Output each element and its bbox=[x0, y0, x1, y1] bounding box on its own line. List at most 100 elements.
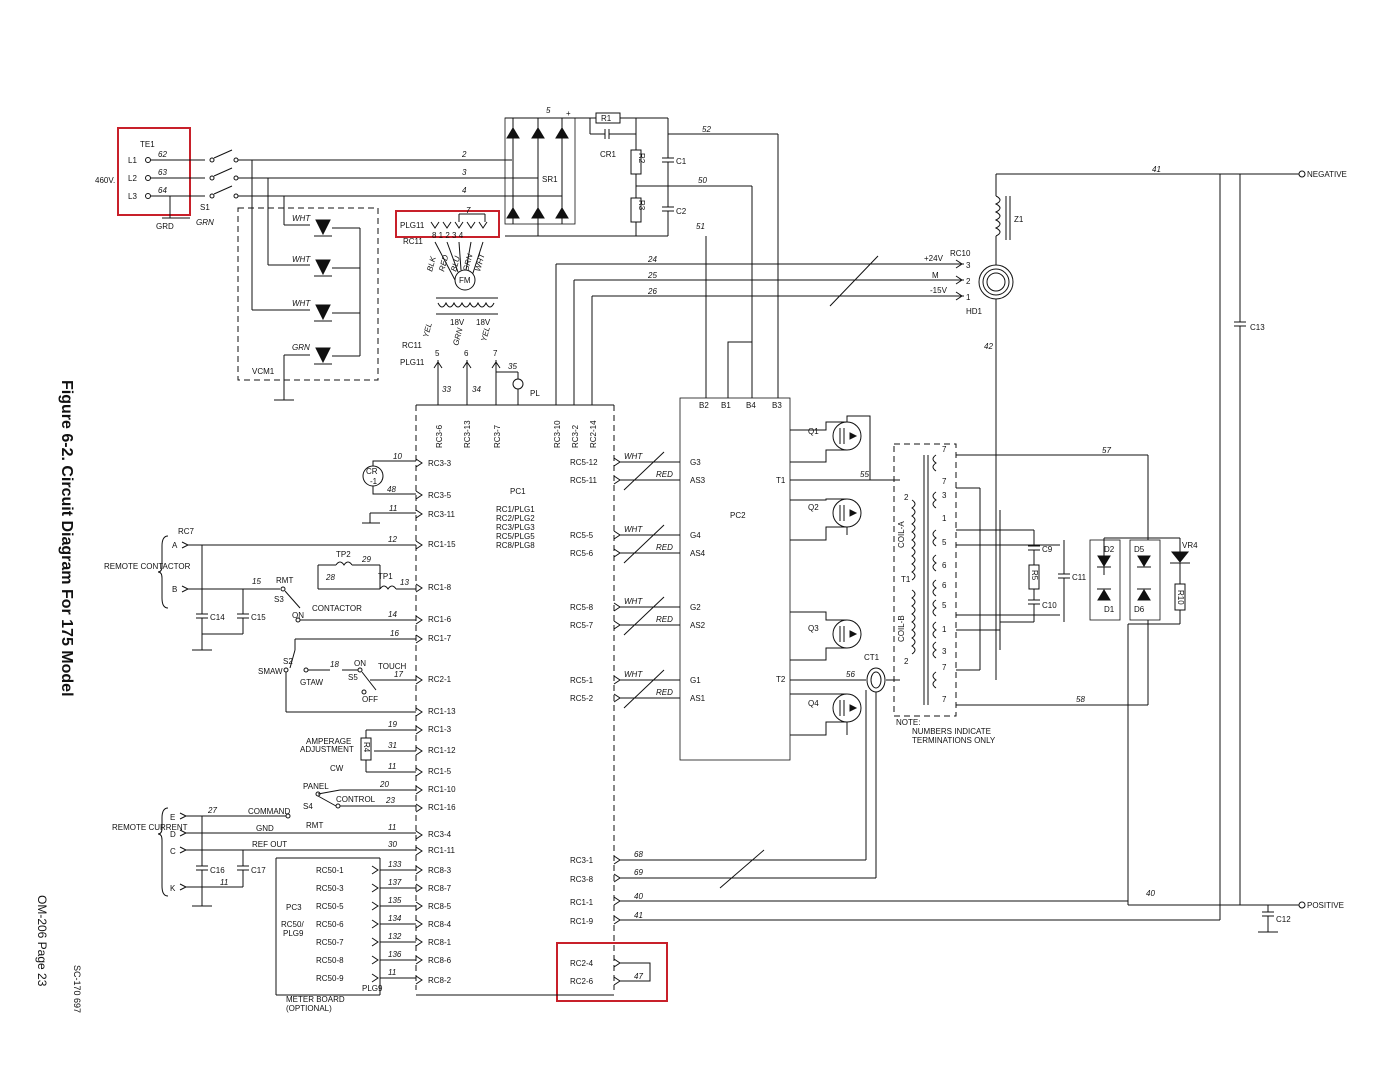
svg-text:24: 24 bbox=[647, 255, 657, 264]
svg-text:PANEL: PANEL bbox=[303, 782, 329, 791]
svg-text:G1: G1 bbox=[690, 676, 701, 685]
svg-text:11: 11 bbox=[388, 968, 396, 977]
svg-text:RC7: RC7 bbox=[178, 527, 195, 536]
svg-text:+24V: +24V bbox=[924, 254, 944, 263]
svg-text:RC8-2: RC8-2 bbox=[428, 976, 452, 985]
figure-title: Figure 6-2. Circuit Diagram For 175 Mode… bbox=[58, 380, 75, 697]
svg-text:RC2/PLG2: RC2/PLG2 bbox=[496, 514, 535, 523]
highlight-plg11 bbox=[395, 210, 500, 238]
svg-text:35: 35 bbox=[508, 362, 517, 371]
svg-text:RC5-1: RC5-1 bbox=[570, 676, 594, 685]
amperage-adjustment: AMPERAGE ADJUSTMENT 19 R4 11 31 CW bbox=[300, 720, 416, 773]
svg-text:RC8-7: RC8-7 bbox=[428, 884, 452, 893]
svg-text:WHT: WHT bbox=[292, 255, 311, 264]
svg-text:TERMINATIONS ONLY: TERMINATIONS ONLY bbox=[912, 736, 996, 745]
svg-text:7: 7 bbox=[493, 349, 498, 358]
svg-text:RC1-7: RC1-7 bbox=[428, 634, 452, 643]
svg-text:20: 20 bbox=[379, 780, 389, 789]
svg-text:WHT: WHT bbox=[624, 525, 643, 534]
svg-text:RC3-6: RC3-6 bbox=[435, 424, 444, 448]
svg-text:RC2-4: RC2-4 bbox=[570, 959, 594, 968]
svg-text:METER BOARD: METER BOARD bbox=[286, 995, 345, 1004]
svg-text:RC5-5: RC5-5 bbox=[570, 531, 594, 540]
svg-text:23: 23 bbox=[385, 796, 395, 805]
svg-text:RED: RED bbox=[656, 688, 673, 697]
svg-text:C11: C11 bbox=[1072, 573, 1087, 582]
svg-text:R10: R10 bbox=[1176, 590, 1185, 605]
te1-terminal-block: TE1 L1 L2 L3 62 63 64 460V. S1 GRD GRN bbox=[95, 140, 214, 231]
svg-text:68: 68 bbox=[634, 850, 643, 859]
svg-text:RC50-8: RC50-8 bbox=[316, 956, 344, 965]
svg-text:137: 137 bbox=[388, 878, 402, 887]
svg-text:RC5-7: RC5-7 bbox=[570, 621, 594, 630]
svg-text:52: 52 bbox=[702, 125, 711, 134]
svg-text:PC1: PC1 bbox=[510, 487, 526, 496]
svg-text:2: 2 bbox=[461, 150, 467, 159]
svg-text:C12: C12 bbox=[1276, 915, 1291, 924]
svg-text:2: 2 bbox=[966, 277, 971, 286]
svg-text:RC3-13: RC3-13 bbox=[463, 420, 472, 448]
svg-text:RC1-12: RC1-12 bbox=[428, 746, 456, 755]
svg-text:1: 1 bbox=[942, 514, 947, 523]
svg-text:5: 5 bbox=[546, 106, 551, 115]
svg-text:L1: L1 bbox=[128, 156, 137, 165]
svg-text:RC3-3: RC3-3 bbox=[428, 459, 452, 468]
dc-bus-components: R1 CR1 R2 R3 C1 C2 52 50 51 bbox=[575, 112, 779, 398]
svg-text:REF OUT: REF OUT bbox=[252, 840, 287, 849]
svg-text:SMAW: SMAW bbox=[258, 667, 283, 676]
svg-text:C15: C15 bbox=[251, 613, 266, 622]
svg-text:3: 3 bbox=[462, 168, 467, 177]
svg-text:K: K bbox=[170, 884, 176, 893]
remote-current: REMOTE CURRENT E D C K 27 COMMAND RMT GN… bbox=[112, 806, 416, 907]
svg-text:RED: RED bbox=[437, 254, 450, 273]
main-transformer-t1: 2 COIL-A T1 COIL-B 2 7 7 3 1 5 6 6 5 1 3… bbox=[893, 443, 996, 745]
svg-text:PC3: PC3 bbox=[286, 903, 302, 912]
svg-text:31: 31 bbox=[388, 741, 397, 750]
svg-text:RC3/PLG3: RC3/PLG3 bbox=[496, 523, 535, 532]
svg-text:RED: RED bbox=[656, 543, 673, 552]
svg-text:B: B bbox=[172, 585, 177, 594]
svg-text:AS3: AS3 bbox=[690, 476, 706, 485]
svg-text:-15V: -15V bbox=[930, 286, 948, 295]
secondary-rectifier: 57 58 C9 R5 C10 C11 D2 D1 D5 bbox=[956, 446, 1198, 905]
svg-text:NEGATIVE: NEGATIVE bbox=[1307, 170, 1347, 179]
svg-text:AS4: AS4 bbox=[690, 549, 706, 558]
svg-text:RC8-5: RC8-5 bbox=[428, 902, 452, 911]
svg-text:28: 28 bbox=[325, 573, 335, 582]
svg-text:RC3-10: RC3-10 bbox=[553, 420, 562, 448]
svg-text:5: 5 bbox=[942, 601, 947, 610]
svg-text:G4: G4 bbox=[690, 531, 701, 540]
svg-text:40: 40 bbox=[1146, 889, 1155, 898]
svg-text:RC10: RC10 bbox=[950, 249, 971, 258]
svg-text:R3: R3 bbox=[637, 200, 646, 211]
svg-text:Q1: Q1 bbox=[808, 427, 819, 436]
remote-contactor: RC7 REMOTE CONTACTOR A B 12 15 RMT C14 C… bbox=[104, 527, 416, 651]
svg-text:5: 5 bbox=[942, 538, 947, 547]
svg-text:REMOTE CONTACTOR: REMOTE CONTACTOR bbox=[104, 562, 191, 571]
svg-text:PLG9: PLG9 bbox=[283, 929, 304, 938]
svg-text:S5: S5 bbox=[348, 673, 358, 682]
svg-text:RC50-9: RC50-9 bbox=[316, 974, 344, 983]
svg-text:6: 6 bbox=[942, 581, 947, 590]
svg-text:18V: 18V bbox=[476, 318, 491, 327]
svg-text:D: D bbox=[170, 830, 176, 839]
svg-text:RC11: RC11 bbox=[403, 237, 423, 246]
svg-text:27: 27 bbox=[207, 806, 217, 815]
svg-text:RC8-1: RC8-1 bbox=[428, 938, 452, 947]
svg-text:HD1: HD1 bbox=[966, 307, 983, 316]
input-lines: 2 3 4 bbox=[238, 150, 562, 197]
svg-text:B1: B1 bbox=[721, 401, 731, 410]
page-reference: OM-206 Page 23 bbox=[35, 895, 49, 987]
svg-text:PL: PL bbox=[530, 389, 540, 398]
svg-text:RC50-5: RC50-5 bbox=[316, 902, 344, 911]
svg-text:VR4: VR4 bbox=[1182, 541, 1198, 550]
svg-text:Q3: Q3 bbox=[808, 624, 819, 633]
svg-text:CT1: CT1 bbox=[864, 653, 880, 662]
svg-text:GRD: GRD bbox=[156, 222, 174, 231]
svg-text:TE1: TE1 bbox=[140, 140, 155, 149]
svg-text:RC5-2: RC5-2 bbox=[570, 694, 594, 703]
svg-text:41: 41 bbox=[1152, 165, 1161, 174]
svg-text:RC1-5: RC1-5 bbox=[428, 767, 452, 776]
pc1-connectors: PC1 RC1/PLG1 RC2/PLG2 RC3/PLG3 RC5/PLG5 … bbox=[415, 404, 615, 990]
svg-text:CR: CR bbox=[366, 467, 378, 476]
